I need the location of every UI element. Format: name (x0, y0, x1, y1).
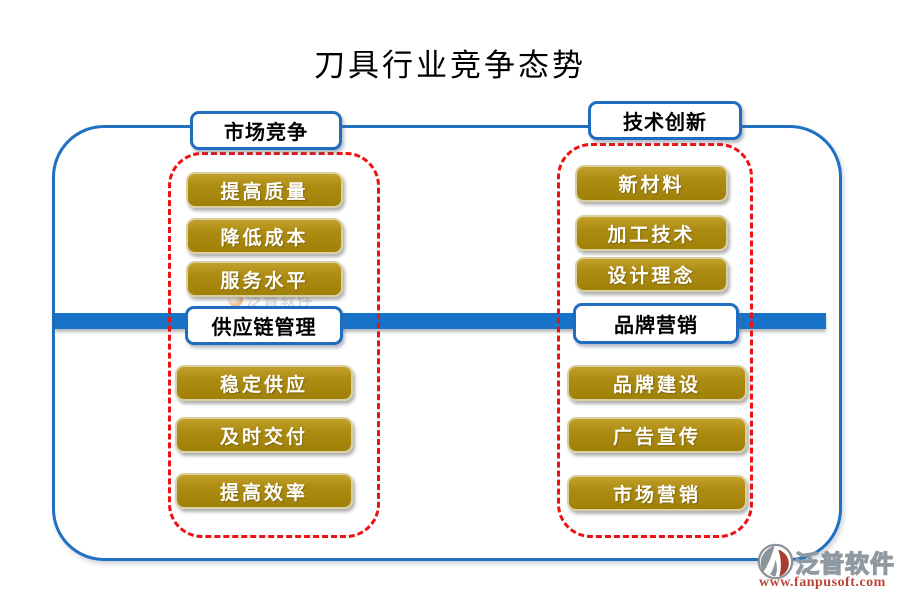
node-reduce-cost: 降低成本 (186, 218, 343, 254)
tech-brand-dashed-group (557, 143, 753, 538)
label-brand-marketing-text: 品牌营销 (614, 315, 698, 337)
node-marketing: 市场营销 (567, 475, 747, 511)
node-brand-building: 品牌建设 (567, 365, 747, 401)
label-market-competition-text: 市场竞争 (224, 122, 308, 144)
fanpu-swirl-icon (757, 543, 794, 580)
node-service-level: 服务水平 (186, 261, 343, 297)
node-improve-efficiency: 提高效率 (175, 473, 353, 509)
label-tech-innovation: 技术创新 (588, 101, 742, 140)
node-advertising: 广告宣传 (567, 417, 747, 453)
fanpu-brand-text: 泛普软件 (794, 551, 895, 578)
outer-frame (52, 125, 842, 561)
node-design-concept: 设计理念 (575, 257, 728, 292)
node-stable-supply: 稳定供应 (175, 365, 353, 401)
label-tech-innovation-text: 技术创新 (623, 112, 707, 134)
label-market-competition: 市场竞争 (190, 111, 342, 150)
node-new-materials: 新材料 (575, 165, 728, 202)
market-supply-dashed-group (168, 152, 380, 538)
label-supply-chain-text: 供应链管理 (211, 317, 317, 339)
page-title: 刀具行业竞争态势 (314, 48, 586, 83)
fanpu-logo-row: 泛普软件 (757, 543, 897, 580)
node-improve-quality: 提高质量 (186, 172, 343, 208)
watermark-brand-text: 泛普软件 (246, 293, 315, 310)
node-processing-tech: 加工技术 (575, 215, 728, 251)
fanpu-url-text: www.fanpusoft.com (759, 575, 886, 590)
fanpu-logo: 泛普软件 www.fanpusoft.com (757, 543, 897, 591)
node-timely-delivery: 及时交付 (175, 417, 353, 453)
label-supply-chain: 供应链管理 (185, 306, 343, 345)
label-brand-marketing: 品牌营销 (573, 303, 739, 344)
